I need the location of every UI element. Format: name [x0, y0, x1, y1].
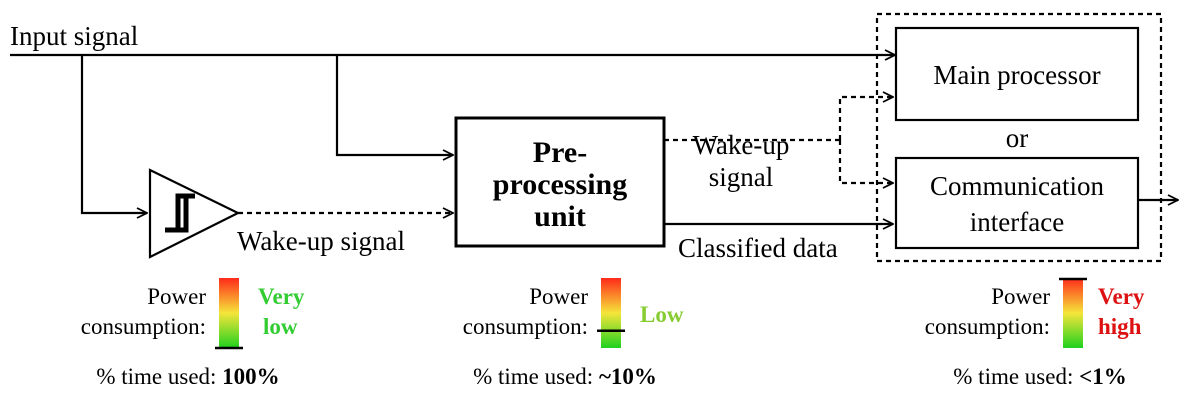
wakeup-signal-top-label-line2: signal	[709, 162, 774, 192]
wakeup-signal-top-label-line1: Wake-up	[693, 130, 790, 160]
preprocessing-label-line3: unit	[534, 200, 586, 233]
preprocessing-label-line2: processing	[493, 168, 627, 201]
comparator	[148, 168, 241, 259]
input-signal-label: Input signal	[10, 21, 138, 51]
stage-1-power-label-line2: consumption:	[81, 314, 206, 339]
stage-2-time-used: % time used: ~10%	[473, 364, 657, 389]
stage-2-power-gauge	[601, 278, 621, 348]
or-label: or	[1006, 123, 1029, 153]
stage-1-power-gauge	[219, 278, 239, 348]
stage-3-time-used: % time used: <1%	[953, 364, 1126, 389]
communication-label-line2: interface	[970, 207, 1064, 237]
preprocessing-wakeup-wires	[664, 97, 893, 183]
stage-3-power-label-line1: Power	[991, 284, 1050, 309]
stage-1-level-line1: Very	[258, 284, 305, 309]
stage-2-time-prefix: % time used:	[473, 364, 599, 389]
stage-3-power-label-line2: consumption:	[925, 314, 1050, 339]
stage-2-power-label-line1: Power	[529, 284, 588, 309]
stage-3-power: Power consumption: Very high % time used…	[925, 277, 1145, 389]
stage-3-level-line2: high	[1098, 314, 1142, 339]
stage-2-power-label-line2: consumption:	[463, 314, 588, 339]
wakeup-signal-bottom-label: Wake-up signal	[237, 226, 405, 256]
stage-1-time-used: % time used: 100%	[96, 364, 279, 389]
main-processor-box	[894, 26, 1140, 122]
stage-2-time-value: ~10%	[599, 364, 657, 389]
stage-2-power: Power consumption: Low % time used: ~10%	[463, 278, 684, 389]
stage-1-time-value: 100%	[222, 364, 280, 389]
input-to-preprocessing-wire	[335, 55, 453, 155]
stage-1-time-prefix: % time used:	[96, 364, 222, 389]
stage-3-level-line1: Very	[1098, 284, 1145, 309]
input-to-comparator-wire	[80, 55, 147, 213]
preprocessing-unit-box	[454, 116, 666, 248]
stage-3-time-value: <1%	[1079, 364, 1127, 389]
classified-data-label: Classified data	[678, 233, 838, 263]
preprocessing-label-line1: Pre-	[533, 136, 587, 169]
stage-1-level-line2: low	[263, 314, 298, 339]
communication-label-line1: Communication	[930, 171, 1104, 201]
communication-interface-box	[894, 156, 1140, 250]
schmitt-trigger-icon	[165, 193, 195, 233]
stage-3-time-prefix: % time used:	[953, 364, 1079, 389]
stage-3-power-gauge	[1063, 278, 1083, 348]
output-stage-enclosure	[875, 12, 1163, 263]
input-signal-wires	[10, 55, 895, 213]
stage-1-power-label-line1: Power	[147, 284, 206, 309]
stage-2-level-line1: Low	[640, 302, 684, 327]
stage-1-power: Power consumption: Very low % time used:…	[81, 278, 305, 389]
main-processor-label: Main processor	[933, 60, 1100, 90]
comparator-triangle	[148, 168, 241, 259]
